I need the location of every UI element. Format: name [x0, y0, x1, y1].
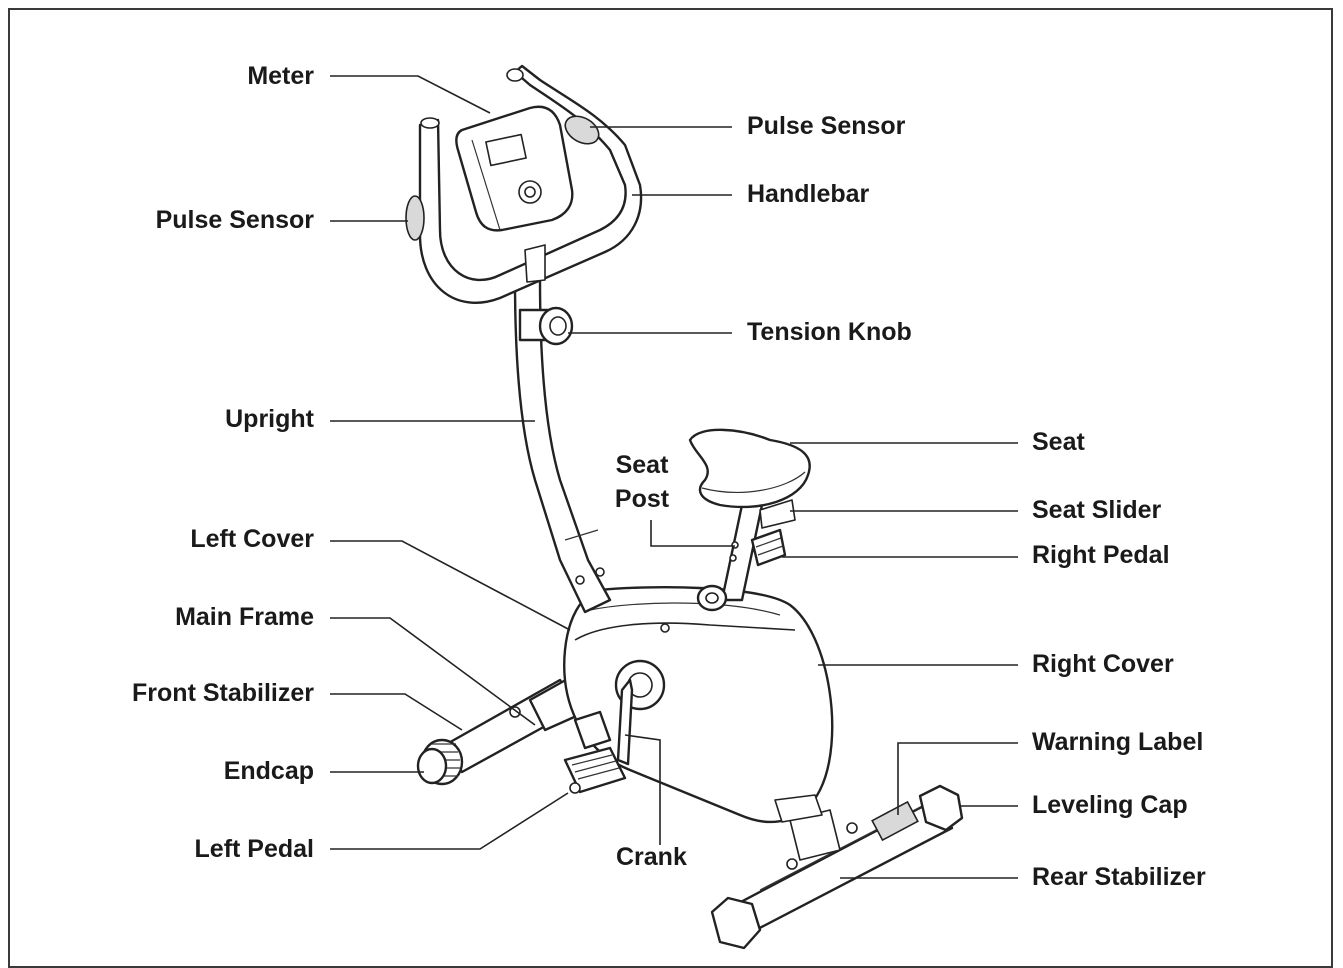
label-seat-slider: Seat Slider	[1032, 496, 1162, 524]
leader-left-pedal	[330, 792, 569, 850]
label-seat: Seat	[1032, 428, 1085, 456]
label-rear-stabilizer: Rear Stabilizer	[1032, 863, 1206, 891]
pulse-sensor-left-drawing	[405, 195, 425, 241]
label-right-cover: Right Cover	[1032, 650, 1174, 678]
rear-stabilizer-drawing	[710, 784, 964, 950]
upright-drawing	[513, 278, 612, 614]
label-upright: Upright	[225, 405, 314, 433]
label-crank: Crank	[616, 843, 687, 871]
handlebar-drawing	[405, 64, 643, 304]
label-endcap: Endcap	[223, 757, 314, 785]
label-warning-label: Warning Label	[1032, 728, 1204, 756]
label-seat-post-line1: Seat	[615, 451, 669, 479]
leader-seat-post	[650, 520, 735, 547]
right-pedal-drawing	[750, 528, 787, 567]
crank-and-left-pedal-drawing	[563, 678, 634, 794]
label-seat-post-line2: Post	[614, 485, 670, 513]
pulse-sensor-right-drawing	[564, 115, 600, 145]
label-main-frame: Main Frame	[175, 603, 314, 631]
leader-warning-label	[897, 742, 1018, 815]
leader-front-stabilizer	[330, 693, 463, 731]
label-handlebar: Handlebar	[747, 180, 870, 208]
leader-meter	[330, 75, 491, 114]
label-left-cover: Left Cover	[190, 525, 314, 553]
main-body-drawing	[563, 586, 834, 823]
leader-left-cover	[330, 540, 571, 631]
leader-lines	[330, 75, 1018, 879]
leader-crank	[624, 734, 661, 845]
label-pulse-sensor-right: Pulse Sensor	[747, 112, 906, 140]
diagram-frame	[8, 8, 1333, 968]
meter-drawing	[455, 105, 574, 232]
label-meter: Meter	[247, 62, 314, 90]
label-leveling-cap: Leveling Cap	[1032, 791, 1188, 819]
label-right-pedal: Right Pedal	[1032, 541, 1170, 569]
label-front-stabilizer: Front Stabilizer	[132, 679, 314, 707]
label-left-pedal: Left Pedal	[194, 835, 314, 863]
leader-main-frame	[330, 617, 536, 726]
endcap-drawing	[416, 738, 464, 786]
front-stabilizer-drawing	[416, 670, 592, 786]
label-pulse-sensor-left: Pulse Sensor	[155, 206, 314, 234]
tension-knob-drawing	[518, 306, 574, 346]
label-tension-knob: Tension Knob	[747, 318, 912, 346]
seat-assembly-drawing	[688, 428, 811, 612]
